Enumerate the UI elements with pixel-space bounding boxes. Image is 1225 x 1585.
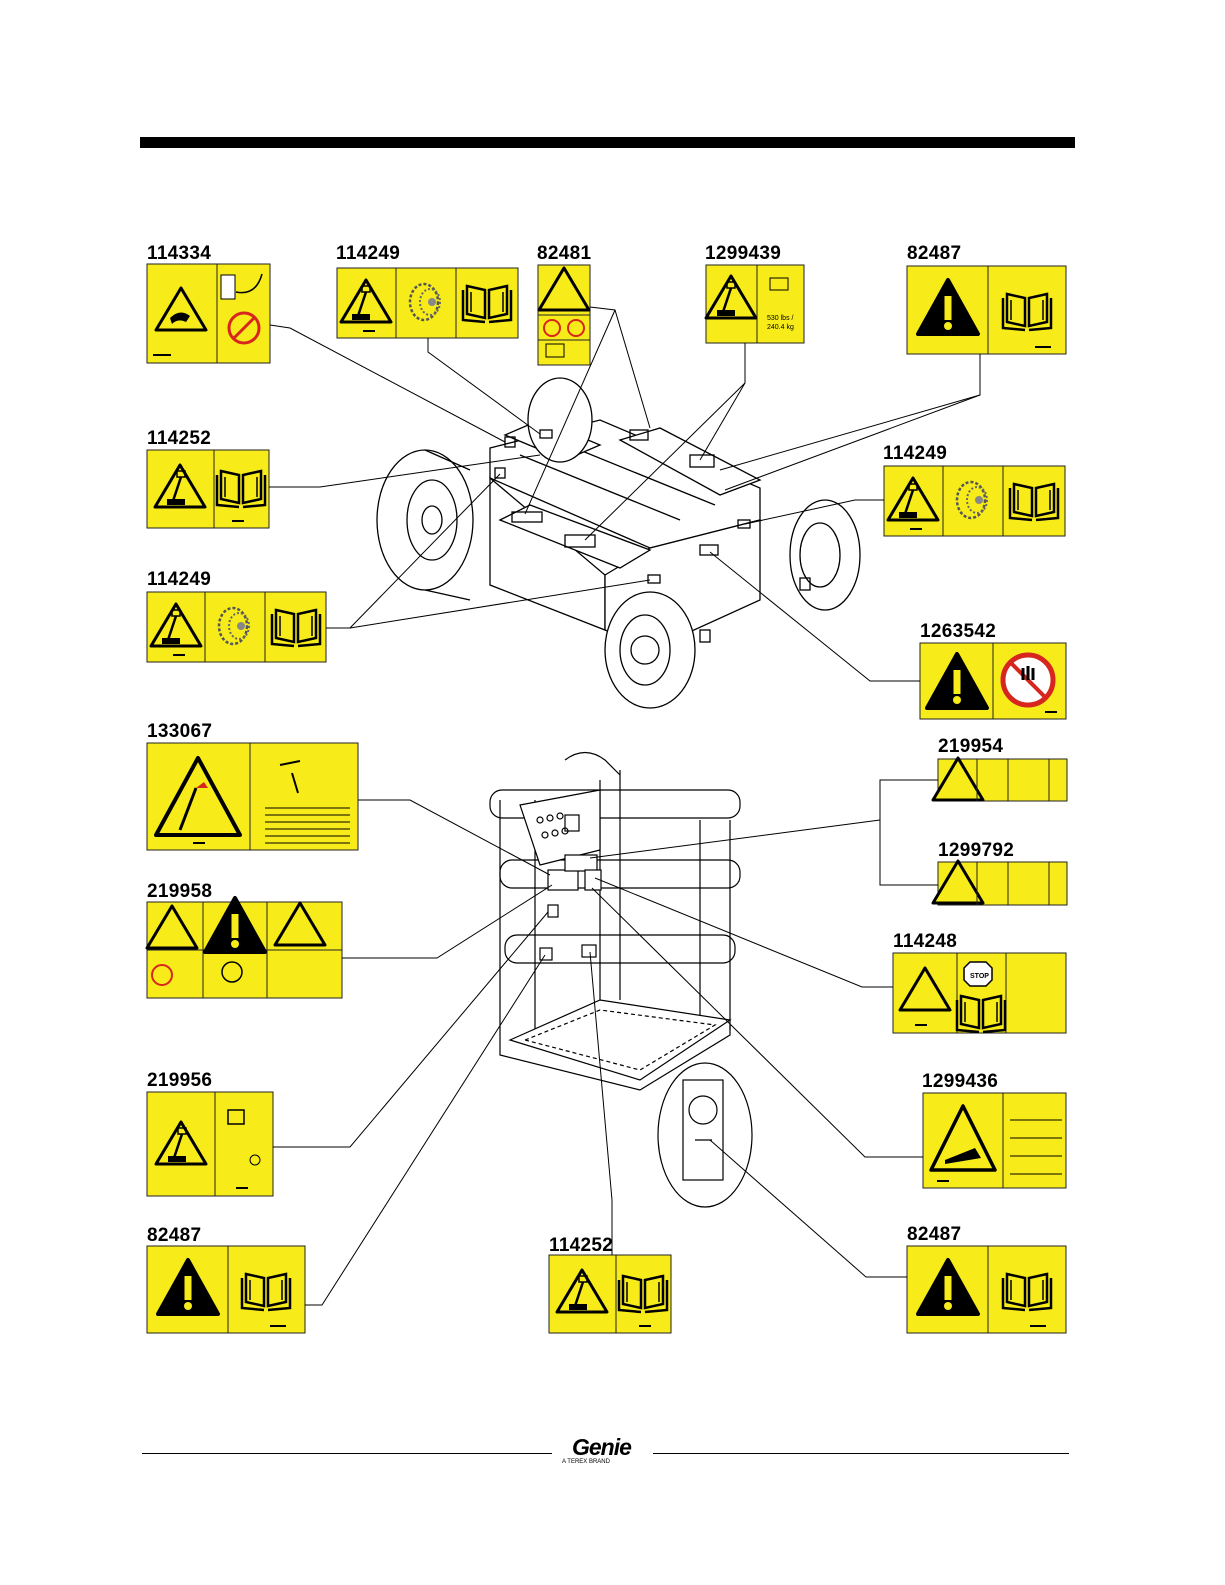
stop-sign-text: STOP <box>970 973 989 980</box>
decal-1299436 <box>923 1093 1066 1188</box>
decal-82487-top <box>907 266 1066 354</box>
decal-114252-bottom <box>549 1255 671 1333</box>
decal-82481 <box>538 265 590 365</box>
platform-drawing <box>490 753 740 1091</box>
decal-133067 <box>147 743 358 850</box>
footer-rule-right <box>653 1453 1069 1454</box>
decal-1263542 <box>920 643 1066 719</box>
decal-219956 <box>147 1092 273 1196</box>
decal-114249-top <box>337 268 518 338</box>
decal-114248: STOP <box>893 953 1066 1033</box>
decal-82487-bottom-left <box>147 1246 305 1333</box>
decal-219958 <box>147 898 342 998</box>
decal-114334 <box>147 264 270 363</box>
decal-114249-right <box>884 466 1065 536</box>
svg-text:530 lbs /: 530 lbs / <box>767 315 794 322</box>
decal-114252-left <box>147 450 269 528</box>
decal-219954 <box>933 758 1067 801</box>
chassis-drawing <box>377 378 860 708</box>
footer-rule-left <box>142 1453 552 1454</box>
svg-text:240.4 kg: 240.4 kg <box>767 324 794 331</box>
decal-82487-bottom-right <box>907 1246 1066 1333</box>
decal-114249-left <box>147 592 326 662</box>
decal-1299439: 530 lbs / 240.4 kg <box>706 265 804 343</box>
genie-logo: Genie <box>572 1434 646 1461</box>
genie-logo-tagline: A TEREX BRAND <box>557 1459 615 1465</box>
detail-inset <box>658 1063 752 1207</box>
decal-1299792 <box>933 861 1067 905</box>
